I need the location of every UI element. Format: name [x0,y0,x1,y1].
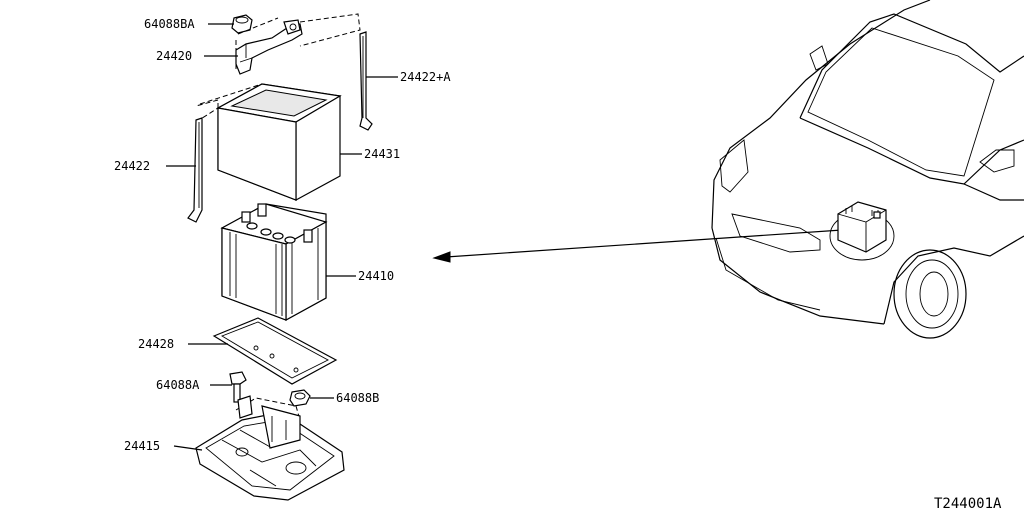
label-24410: 24410 [358,269,394,283]
tray-24415 [195,395,345,501]
label-64088ba: 64088BA [144,17,195,31]
diagram-code: T244001A [934,496,1002,512]
car-illustration [711,0,1024,339]
label-24422: 24422 [114,159,150,173]
label-24420: 24420 [156,49,192,63]
bolt-64088a [229,371,247,403]
label-24428: 24428 [138,337,174,351]
label-24422a: 24422+A [400,70,451,84]
clamp-24420 [235,13,361,75]
rod-24422 [187,117,203,223]
plate-24428 [212,317,338,385]
nut-64088b [289,389,311,407]
label-64088b: 64088B [336,391,379,405]
label-64088a: 64088A [156,378,200,392]
cover-24431 [195,83,342,202]
leader-lines [166,23,398,451]
location-arrow [432,229,843,263]
label-24431: 24431 [364,147,400,161]
nut-64088ba [231,14,253,34]
label-24415: 24415 [124,439,160,453]
battery-24410 [220,203,328,322]
rod-24422a [359,31,373,131]
